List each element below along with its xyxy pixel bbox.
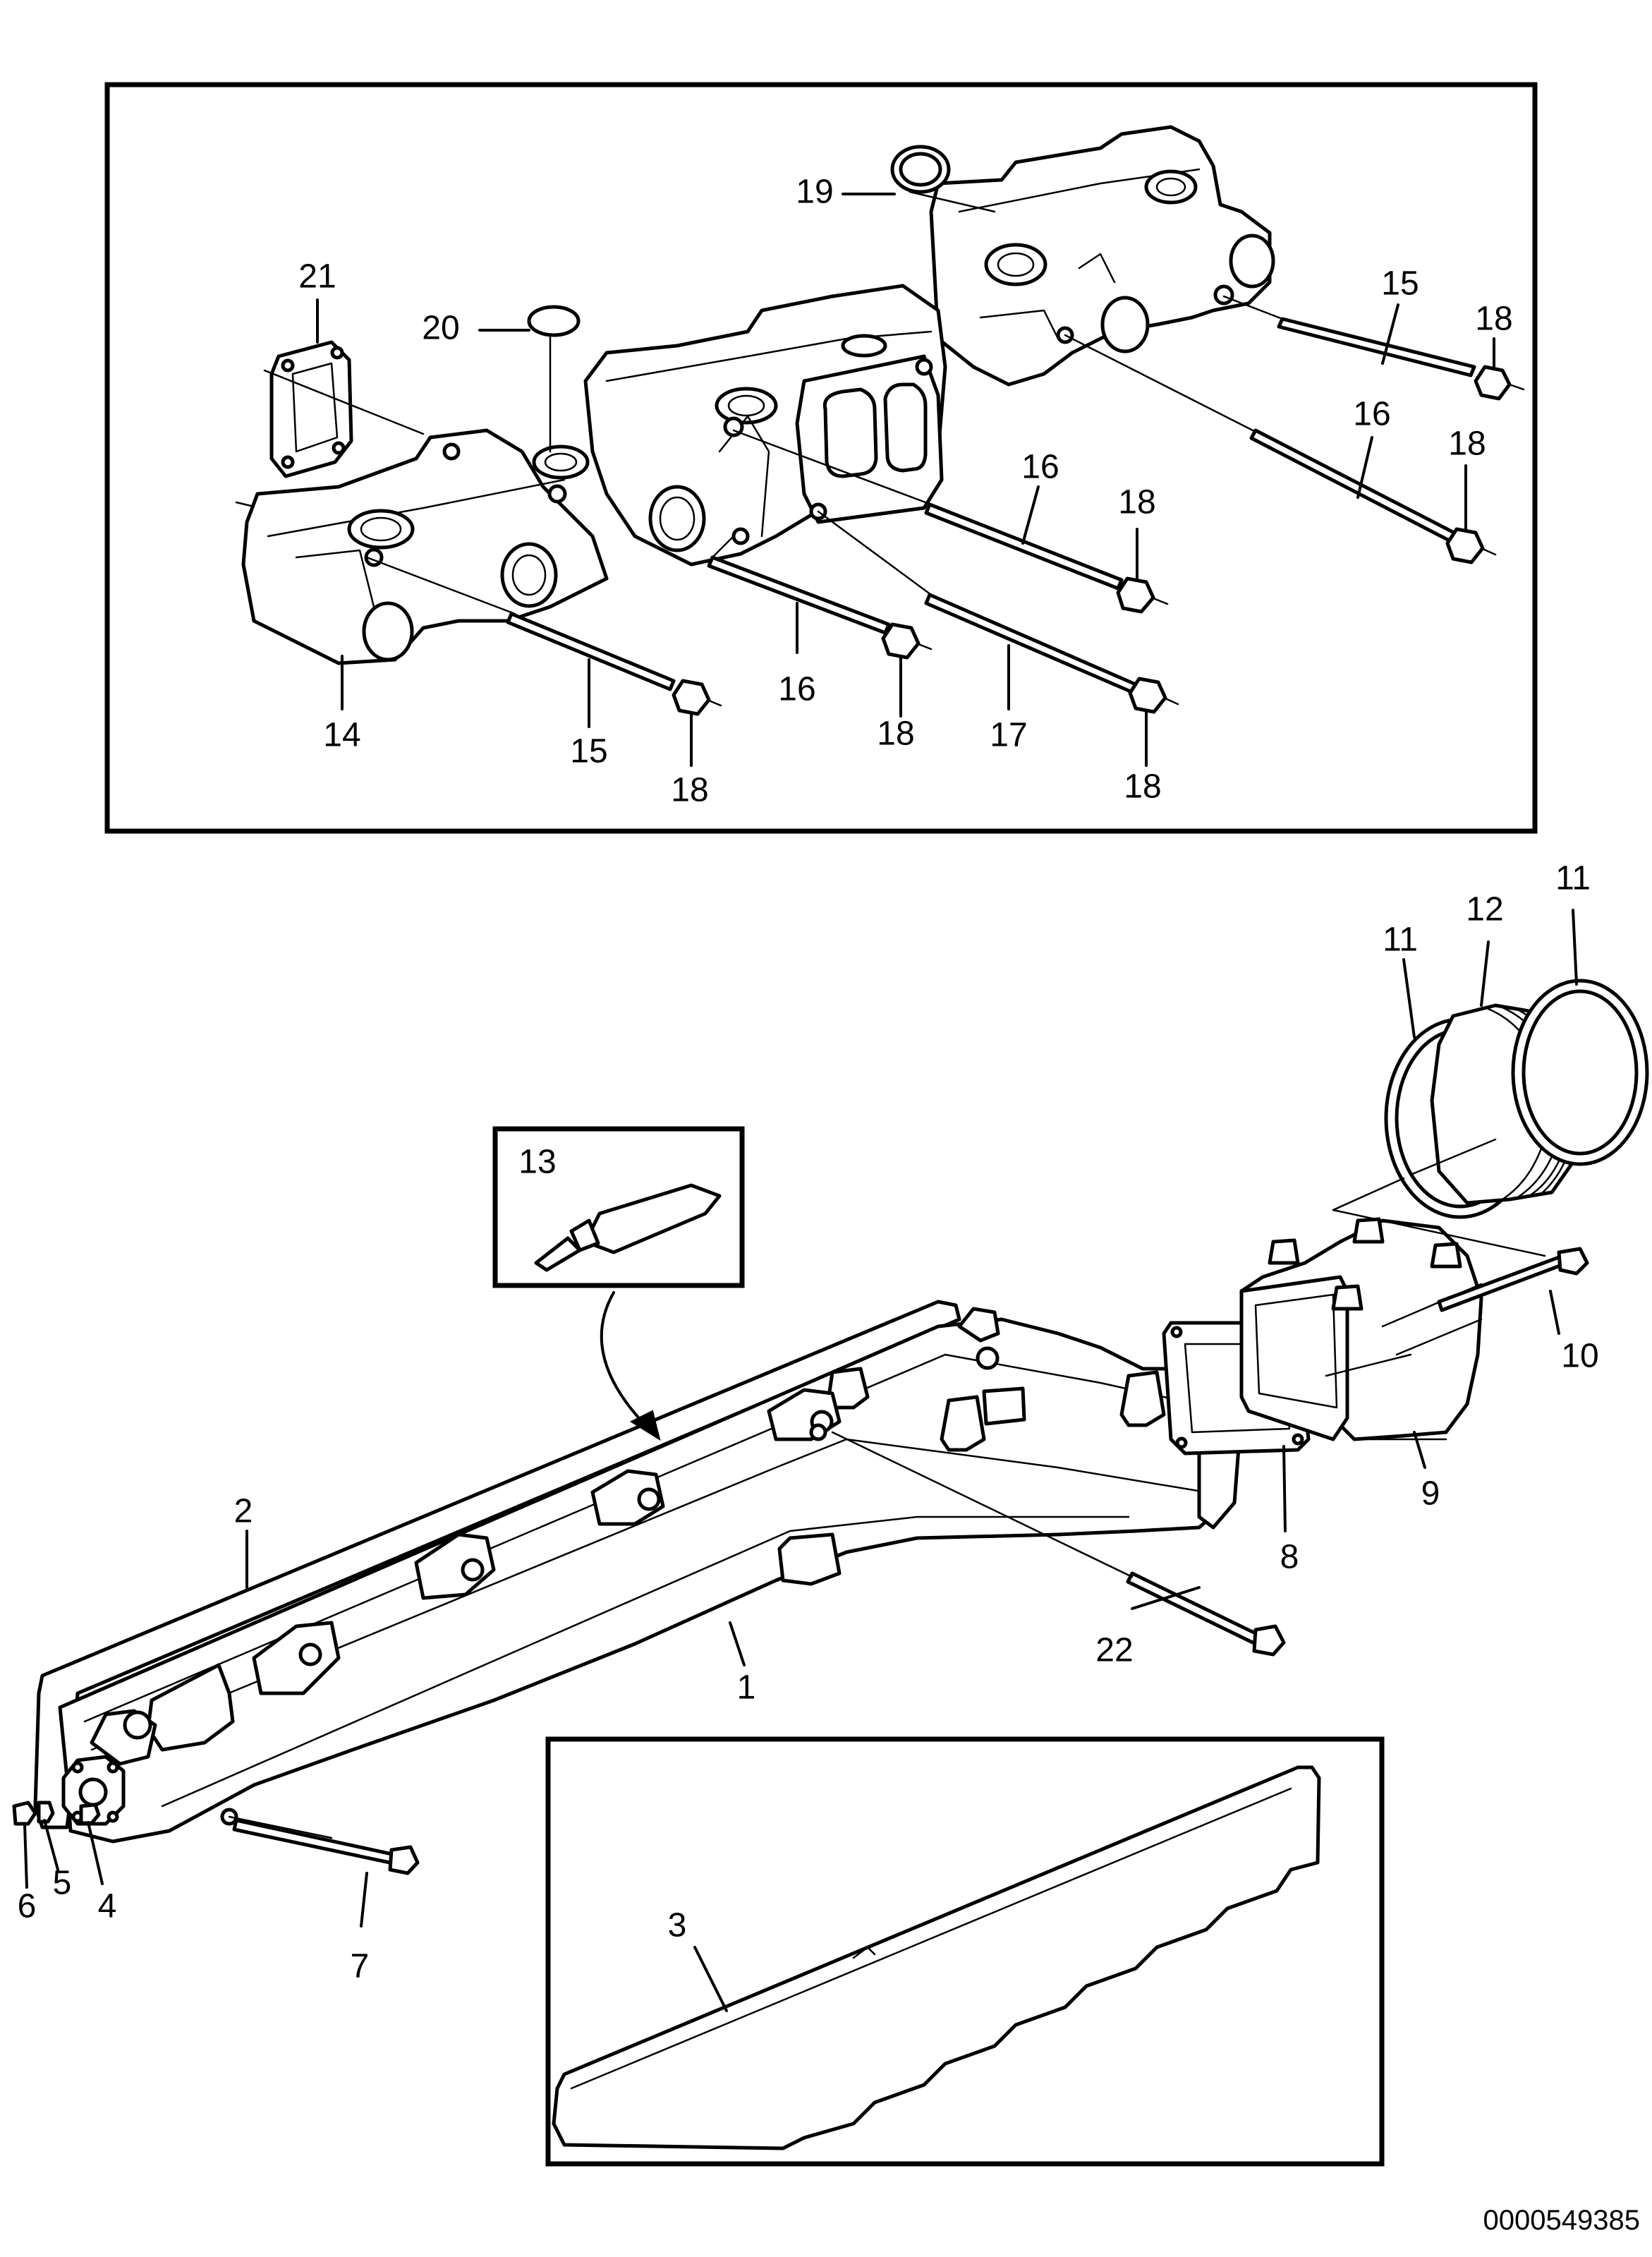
top-panel-frame [104,82,1538,834]
callout-15-bottom: 15 [570,733,607,770]
callout-labels: 21 20 19 15 18 16 18 16 18 14 15 18 16 1… [18,174,1599,1985]
drain-plug-parts [12,1801,101,1826]
callout-18-d: 18 [671,772,708,809]
callout-12: 12 [1466,891,1503,928]
bolt-22 [1126,1571,1286,1657]
callout-9: 9 [1421,1475,1440,1513]
callout-15-top: 15 [1381,265,1419,303]
leader-lines-bottom [23,909,1578,2012]
callout-18-b: 18 [1448,425,1486,463]
exhaust-manifold [58,1307,1244,1844]
callout-19: 19 [796,174,833,211]
bolt-7 [232,1818,420,1875]
callout-4: 4 [98,1888,117,1925]
reference-number: 0000549385 [1483,2205,1640,2236]
seal-ring [890,145,951,194]
callout-18-e: 18 [877,715,914,753]
callout-18-a: 18 [1475,301,1512,338]
outlet-adapter [1239,1217,1483,1441]
callout-20: 20 [422,310,459,347]
clamp-ring-right [1511,979,1649,1166]
callout-10: 10 [1561,1338,1598,1375]
flange-gasket [269,340,353,478]
callout-7: 7 [351,1948,370,1985]
manifold-gasket [552,1765,1321,2150]
flange-nuts-top [672,365,1512,716]
callout-5: 5 [53,1865,72,1902]
segmented-exhaust-manifold [241,125,1275,665]
callout-8: 8 [1280,1539,1299,1576]
callout-14: 14 [323,717,360,754]
alignment-lines-top [235,190,1525,707]
callout-16-a: 16 [1353,396,1390,433]
callout-3: 3 [668,1907,687,1944]
callout-1: 1 [737,1669,756,1707]
cover-plug [527,305,581,337]
callout-11-right: 11 [1555,860,1591,897]
sealant-tube [534,1183,722,1272]
gasket-inset-frame [545,1736,1385,2167]
sealant-arrow [600,1291,647,1427]
callout-16-b: 16 [1021,449,1059,486]
callout-21: 21 [298,258,336,296]
callout-11-left: 11 [1383,921,1418,959]
sealant-inset-frame [492,1126,745,1288]
sealant-arrowhead [629,1410,661,1441]
leader-lines-top [316,193,1495,767]
callout-16-c: 16 [778,671,815,708]
bolt-10 [1437,1247,1589,1312]
callout-13: 13 [518,1144,556,1181]
callout-2: 2 [234,1493,253,1530]
alignment-lines-bottom [228,1138,1546,1839]
callout-6: 6 [18,1888,37,1925]
callout-17: 17 [990,717,1027,754]
callout-18-c: 18 [1118,484,1155,521]
callout-18-f: 18 [1124,768,1161,806]
stud-bolts-top [506,317,1476,694]
callout-22: 22 [1095,1632,1133,1669]
